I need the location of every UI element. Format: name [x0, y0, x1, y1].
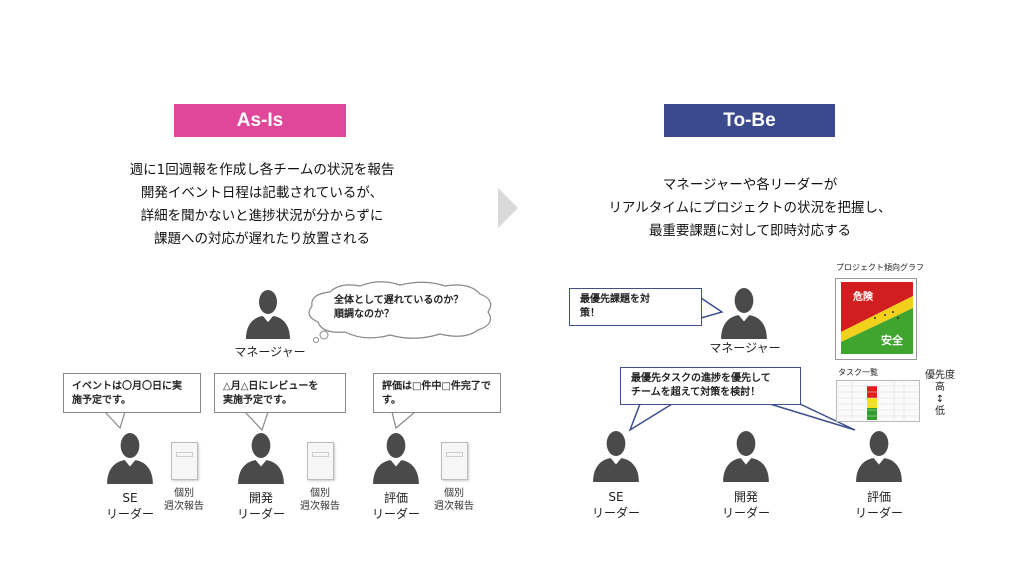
bubble-line: す。	[382, 395, 401, 406]
bubble-tails	[103, 411, 417, 432]
arrow-right-icon	[498, 188, 518, 228]
bubble-line: 策！	[580, 308, 600, 319]
label-line: 個別	[174, 488, 194, 499]
desc-line: 開発イベント日程は記載されているが、	[140, 185, 384, 201]
as-is-description: 週に1回週報を作成し各チームの状況を報告 開発イベント日程は記載されているが、 …	[92, 159, 432, 251]
desc-line: 週に1回週報を作成し各チームの状況を報告	[129, 162, 395, 178]
bubble-line: チームを超えて対策を検討！	[631, 387, 761, 398]
graph-title: プロジェクト傾向グラフ	[836, 263, 924, 272]
eval-leader-label: 評価 リーダー	[839, 489, 919, 521]
dev-leader-person-icon	[720, 430, 772, 482]
bubble-line: 施予定です。	[72, 395, 131, 406]
team-bubble: 最優先タスクの進捗を優先して チームを超えて対策を検討！	[620, 367, 801, 405]
weekly-report-document-icon	[441, 442, 468, 480]
se-leader-bubble: イベントは〇月〇日に実 施予定です。	[63, 373, 201, 413]
label-line: SE	[122, 491, 138, 505]
as-is-header: As-Is	[174, 104, 346, 137]
graph-safe-label: 安全	[881, 333, 904, 347]
priority-low: 低	[935, 406, 945, 417]
dev-leader-label: 開発 リーダー	[706, 489, 786, 521]
weekly-report-label: 個別 週次報告	[154, 487, 214, 513]
se-leader-label: SE リーダー	[576, 489, 656, 521]
label-line: 個別	[310, 488, 330, 499]
to-be-description: マネージャーや各リーダーが リアルタイムにプロジェクトの状況を把握し、 最重要課…	[570, 174, 930, 243]
bubble-line: 最優先課題を対	[580, 294, 650, 305]
weekly-report-label: 個別 週次報告	[290, 487, 350, 513]
label-line: 開発	[733, 490, 758, 504]
desc-line: 課題への対応が遅れたり放置される	[154, 231, 370, 247]
manager-label: マネージャー	[709, 341, 781, 355]
se-leader-person-icon	[104, 432, 156, 484]
eval-leader-person-icon	[370, 432, 422, 484]
manager-label: マネージャー	[234, 345, 306, 359]
thought-line: 順調なのか？	[334, 309, 394, 320]
se-leader-person-icon	[590, 430, 642, 482]
label-line: リーダー	[105, 507, 154, 521]
bubble-line: △月△日にレビューを	[223, 381, 319, 392]
label-line: 週次報告	[300, 501, 340, 512]
dev-leader-bubble: △月△日にレビューを 実施予定です。	[214, 373, 346, 413]
label-line: 評価	[383, 491, 408, 505]
desc-line: 詳細を聞かないと進捗状況が分からずに	[140, 208, 384, 224]
priority-arrow-icon: ↕	[935, 394, 945, 405]
to-be-header: To-Be	[664, 104, 835, 137]
weekly-report-document-icon	[307, 442, 334, 480]
eval-leader-person-icon	[853, 430, 905, 482]
label-line: リーダー	[721, 506, 770, 520]
desc-line: マネージャーや各リーダーが	[662, 177, 838, 193]
bubble-line: 評価は□件中□件完了で	[382, 381, 491, 392]
bubble-line: 実施予定です。	[223, 395, 292, 406]
label-line: 週次報告	[164, 501, 204, 512]
label-line: 開発	[248, 491, 273, 505]
label-line: 評価	[866, 490, 891, 504]
project-trend-graph: 危険 安全	[835, 278, 917, 360]
eval-leader-bubble: 評価は□件中□件完了で す。	[373, 373, 501, 413]
priority-high: 高	[935, 382, 945, 393]
manager-person-icon	[718, 287, 770, 339]
thought-cloud	[308, 281, 492, 343]
label-line: 週次報告	[434, 501, 474, 512]
manager-thought: 全体として遅れているのか？ 順調なのか？	[334, 294, 463, 322]
thought-line: 全体として遅れているのか？	[334, 295, 464, 306]
graph-danger-label: 危険	[853, 290, 874, 303]
priority-label: 優先度	[925, 370, 955, 381]
label-line: リーダー	[591, 506, 640, 520]
task-list-table	[836, 380, 920, 422]
weekly-report-label: 個別 週次報告	[424, 487, 484, 513]
label-line: 個別	[444, 488, 464, 499]
se-leader-label: SE リーダー	[90, 490, 170, 522]
label-line: SE	[608, 490, 624, 504]
task-list-title: タスク一覧	[838, 368, 878, 377]
dev-leader-label: 開発 リーダー	[221, 490, 301, 522]
desc-line: 最重要課題に対して即時対応する	[648, 223, 852, 239]
label-line: リーダー	[854, 506, 903, 520]
manager-bubble: 最優先課題を対 策！	[569, 288, 702, 326]
dev-leader-person-icon	[235, 432, 287, 484]
weekly-report-document-icon	[171, 442, 198, 480]
priority-legend: 優先度 高 ↕ 低	[922, 370, 958, 418]
label-line: リーダー	[371, 507, 420, 521]
eval-leader-label: 評価 リーダー	[356, 490, 436, 522]
desc-line: リアルタイムにプロジェクトの状況を把握し、	[608, 200, 892, 216]
label-line: リーダー	[236, 507, 285, 521]
bubble-line: イベントは〇月〇日に実	[72, 381, 182, 392]
bubble-line: 最優先タスクの進捗を優先して	[631, 373, 771, 384]
